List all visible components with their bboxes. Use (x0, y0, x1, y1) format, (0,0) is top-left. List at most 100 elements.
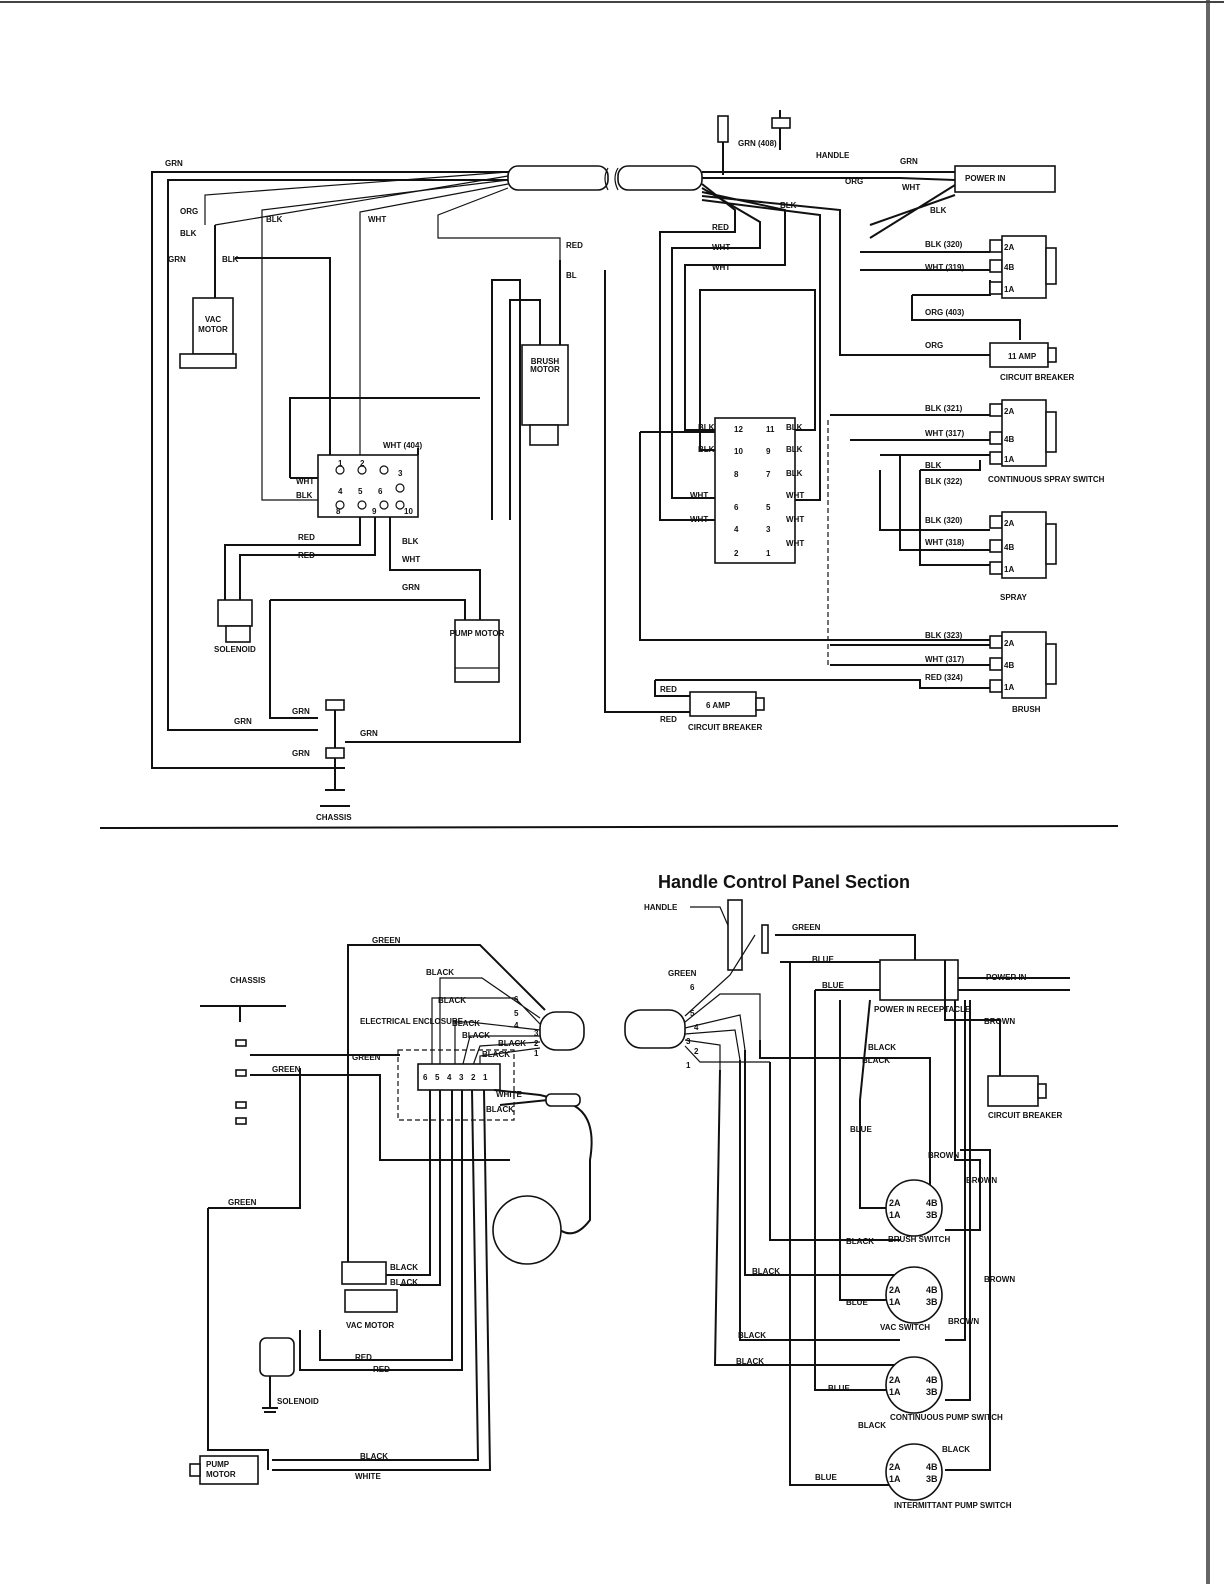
bl-block-5: 5 (435, 1073, 440, 1082)
rb-num-2: 2 (734, 549, 739, 558)
sw2-term-4b: 4B (1004, 435, 1014, 444)
label-intermittant-pump-switch: INTERMITTANT PUMP SWITCH (894, 1501, 1012, 1510)
label-wht404: WHT (404) (383, 441, 422, 450)
wire-black-vac (370, 1090, 441, 1286)
sw2-wire-1: BLK (321) (925, 404, 963, 413)
label-blue-5: BLUE (828, 1384, 850, 1393)
label-red-4: RED (712, 223, 729, 232)
rb-num-1: 1 (766, 549, 771, 558)
wire-switch-3 (879, 455, 990, 566)
br-cable-2: 2 (694, 1047, 699, 1056)
sw4-term-1a: 1A (1004, 683, 1014, 692)
rb-label-blk-3: BLK (786, 423, 803, 432)
brush-sw-1a: 1A (889, 1210, 901, 1220)
wire-blue-3 (839, 1000, 900, 1301)
terminal-strip-left (417, 1063, 501, 1091)
label-black-br-4: BLACK (752, 1267, 780, 1276)
label-blue-4: BLUE (846, 1298, 868, 1307)
brush-motor-label: BRUSH (531, 357, 560, 366)
tb-num-1: 1 (338, 459, 343, 468)
label-black-4: BLACK (462, 1031, 490, 1040)
label-brush-switch: BRUSH SWITCH (888, 1235, 950, 1244)
cb11-rating: 11 AMP (1008, 352, 1037, 361)
bl-cable-6: 6 (514, 995, 519, 1004)
label-green-3: GREEN (272, 1065, 301, 1074)
pump-motor-bottom-shaft (189, 1463, 201, 1477)
wire-grn-inner (167, 179, 510, 731)
br-cable-3: 3 (686, 1037, 691, 1046)
cb6-name: CIRCUIT BREAKER (688, 723, 762, 732)
intermittant-pump-switch-body (885, 1443, 943, 1501)
cable-end-right-diagram (624, 1009, 686, 1049)
label-wht-1: WHT (368, 215, 386, 224)
label-black-br-8: BLACK (942, 1445, 970, 1454)
wire-black-4 (739, 1060, 900, 1341)
ip-sw-4b: 4B (926, 1462, 938, 1472)
vac-sw-3b: 3B (926, 1297, 938, 1307)
bl-block-2: 2 (471, 1073, 476, 1082)
section-divider (99, 825, 1119, 829)
solenoid-bottom-body (259, 1337, 295, 1377)
power-in-receptacle (879, 959, 959, 1001)
label-black-br-5: BLACK (738, 1331, 766, 1340)
solenoid-ground (262, 1376, 278, 1413)
cp-sw-1a: 1A (889, 1387, 901, 1397)
label-green-4: GREEN (228, 1198, 257, 1207)
vac-motor-bottom-body (341, 1261, 387, 1285)
sw2-term-1a: 1A (1004, 455, 1014, 464)
label-wht-3: WHT (402, 555, 420, 564)
sw2-name: CONTINUOUS SPRAY SWITCH (988, 475, 1105, 484)
cable-end-left-diagram (539, 1011, 585, 1051)
vac-motor-bottom-base (344, 1289, 398, 1313)
label-chassis-bottom: CHASSIS (230, 976, 266, 985)
wire-switch-2 (830, 414, 990, 471)
wire-green-bottom (775, 934, 916, 960)
bl-cable-1: 1 (534, 1049, 539, 1058)
chassis-clamp-2 (235, 1069, 247, 1077)
sw4-wire-2: WHT (317) (925, 655, 964, 664)
label-black-3: BLACK (452, 1019, 480, 1028)
tb-num-9: 9 (372, 507, 377, 516)
ip-sw-2a: 2A (889, 1462, 901, 1472)
wire-right-blk (701, 199, 821, 501)
rb-label-blk-1: BLK (698, 423, 715, 432)
vac-sw-4b: 4B (926, 1285, 938, 1295)
wire-green-pump (207, 1068, 301, 1470)
label-red-1: RED (566, 241, 583, 250)
bottom-left-diagram: CHASSIS ELECTRICAL ENCLOSURE GREEN GREEN… (189, 936, 593, 1485)
bl-cable-4: 4 (514, 1021, 519, 1030)
br-cable-4: 4 (694, 1023, 699, 1032)
wire-fan-1 (204, 171, 509, 225)
bl-block-1: 1 (483, 1073, 488, 1082)
sw4-term-2a: 2A (1004, 639, 1014, 648)
rb-num-10: 10 (734, 447, 743, 456)
label-brown-3: BROWN (966, 1176, 997, 1185)
terminal-block-center (317, 454, 419, 518)
bl-cable-5: 5 (514, 1009, 519, 1018)
cp-sw-3b: 3B (926, 1387, 938, 1397)
sw1-wire-1: BLK (320) (925, 240, 963, 249)
label-black-br-7: BLACK (858, 1421, 886, 1430)
chassis-clamp-1 (235, 1039, 247, 1047)
sw4-term-4b: 4B (1004, 661, 1014, 670)
vac-motor-label-2: MOTOR (198, 325, 228, 334)
vac-motor-label-1: VAC (205, 315, 222, 324)
handle-leader (690, 906, 731, 931)
continuous-pump-switch-body (885, 1356, 943, 1414)
sw3-term-4b: 4B (1004, 543, 1014, 552)
label-grn-2: GRN (168, 255, 186, 264)
wire-black-white-pump (272, 1089, 492, 1471)
rb-num-9: 9 (766, 447, 771, 456)
wire-vac-motor (214, 225, 331, 470)
sw1-term-2a: 2A (1004, 243, 1014, 252)
rb-num-3: 3 (766, 525, 771, 534)
sw3-wire-1: BLK (320) (925, 516, 963, 525)
label-brown-2: BROWN (928, 1151, 959, 1160)
label-handle-bottom: HANDLE (644, 903, 678, 912)
rb-label-blk-2: BLK (698, 445, 715, 454)
label-blue-2: BLUE (822, 981, 844, 990)
ground-clamp-1 (325, 699, 345, 711)
rb-label-wht-5: WHT (786, 539, 804, 548)
circuit-breaker-11amp-knob (1047, 347, 1057, 363)
vac-motor-base (179, 353, 237, 369)
